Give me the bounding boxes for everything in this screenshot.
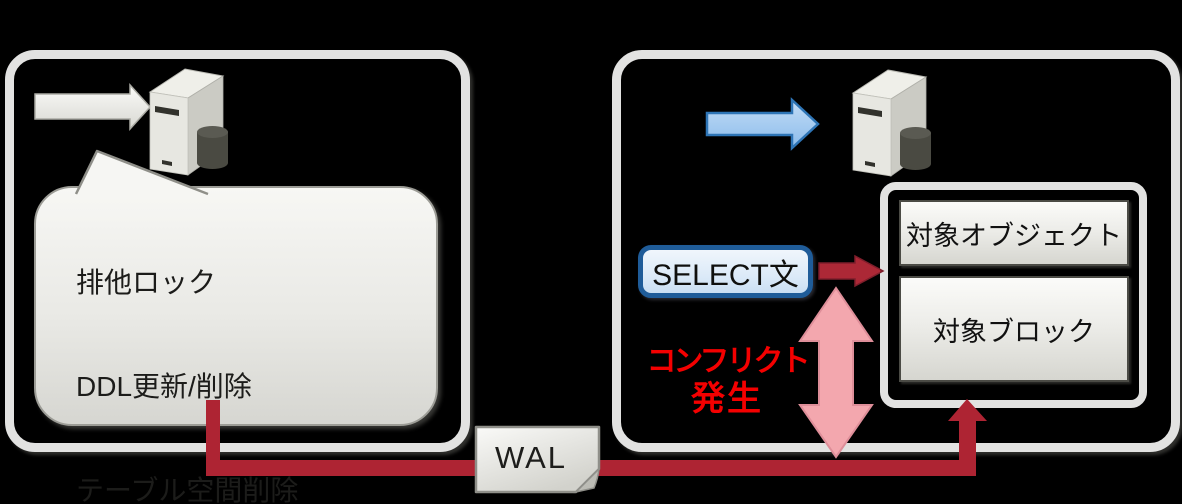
target-object-label: 対象オブジェクト <box>906 220 1122 251</box>
target-object-box: 対象オブジェクト <box>899 200 1129 266</box>
select-statement-label: SELECT文 <box>652 258 799 292</box>
callout-line: DDL更新/削除 <box>76 370 252 402</box>
select-statement-chip: SELECT文 <box>638 245 813 298</box>
callout-line: 排他ロック <box>76 267 217 299</box>
conflict-annotation-line2: 発生 <box>691 380 763 418</box>
target-block-box: 対象ブロック <box>899 276 1129 382</box>
target-resource-container <box>880 182 1147 408</box>
callout-text: 排他ロック DDL更新/削除 テーブル空間削除 データベース削除 行の更新/削除… <box>76 197 427 504</box>
conflict-annotation: コンフリクト 発生 <box>627 344 827 418</box>
conflict-annotation-line1: コンフリクト <box>646 345 810 378</box>
target-block-label: 対象ブロック <box>933 316 1095 347</box>
wal-label: WAL <box>494 440 568 475</box>
callout-line: テーブル空間削除 <box>76 474 299 504</box>
lock-operations-callout <box>34 186 438 426</box>
